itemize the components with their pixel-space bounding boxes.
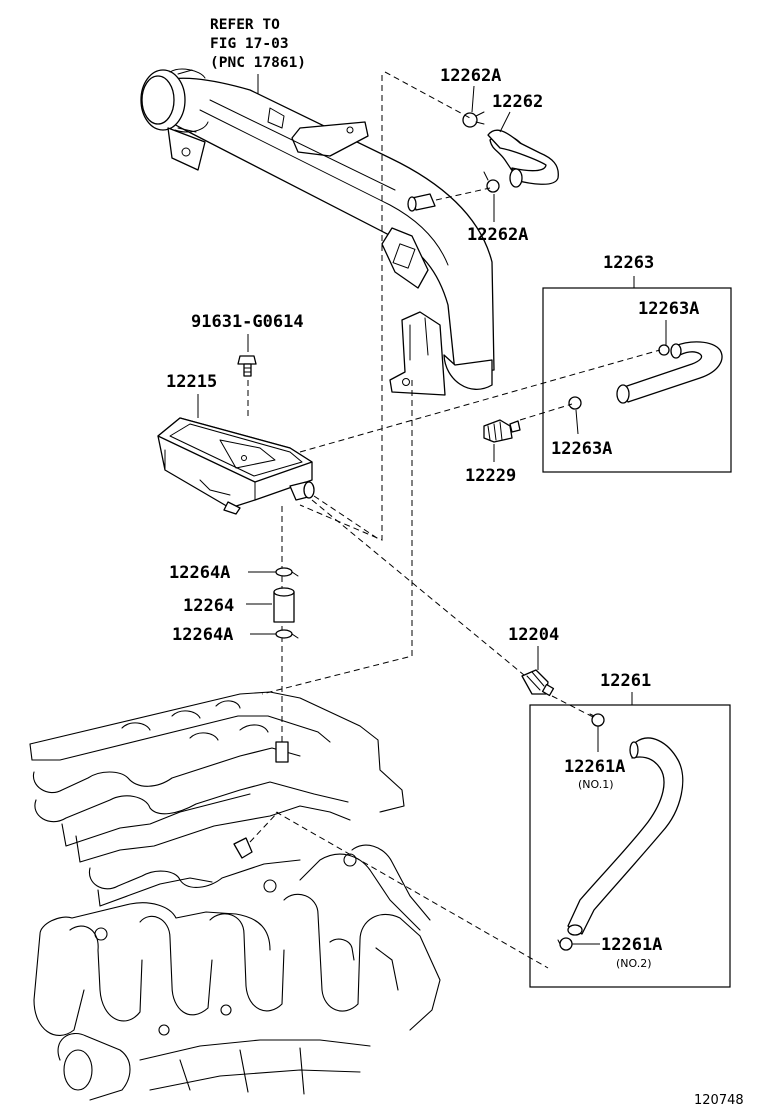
label-12261: 12261	[600, 671, 651, 691]
label-12262A-bottom: 12262A	[467, 225, 528, 245]
kit-box-12261	[529, 704, 731, 988]
label-12261A-no1-sub: (NO.1)	[578, 778, 614, 791]
label-12264: 12264	[183, 596, 234, 616]
label-12264A-bottom: 12264A	[172, 625, 233, 645]
hose-12263	[568, 341, 723, 410]
kit-box-12263	[542, 287, 732, 473]
label-12262: 12262	[492, 92, 543, 112]
label-12261A-no2: 12261A	[601, 935, 662, 955]
label-12262A-top: 12262A	[440, 66, 501, 86]
engine-outline	[29, 691, 441, 1101]
label-91631-G0614: 91631-G0614	[191, 312, 304, 332]
tank-12215	[157, 417, 315, 515]
figure-number: 120748	[694, 1093, 744, 1108]
label-12204: 12204	[508, 625, 559, 645]
label-12261A-no2-sub: (NO.2)	[616, 957, 652, 970]
air-intake-pipe	[140, 68, 495, 396]
reference-line-2: FIG 17-03	[210, 36, 289, 52]
reference-line-1: REFER TO	[210, 17, 280, 33]
label-12261A-no1: 12261A	[564, 757, 625, 777]
hose-12262	[462, 111, 559, 193]
label-12215: 12215	[166, 372, 217, 392]
bolt-91631	[237, 355, 257, 377]
label-12263A-top: 12263A	[638, 299, 699, 319]
label-12263: 12263	[603, 253, 654, 273]
clamp-12261A-no1	[589, 713, 605, 727]
valve-12229	[483, 419, 521, 443]
reference-note: REFER TO FIG 17-03 (PNC 17861)	[210, 17, 306, 110]
clamp-12261A-no2	[557, 937, 573, 951]
valve-12204	[521, 669, 555, 697]
label-12229: 12229	[465, 466, 516, 486]
label-12264A-top: 12264A	[169, 563, 230, 583]
clamp-12264A-bottom	[275, 629, 299, 639]
hose-12261	[567, 737, 684, 936]
hose-12264	[273, 587, 295, 623]
label-12263A-bottom: 12263A	[551, 439, 612, 459]
reference-line-3: (PNC 17861)	[210, 55, 306, 71]
clamp-12264A-top	[275, 567, 299, 577]
